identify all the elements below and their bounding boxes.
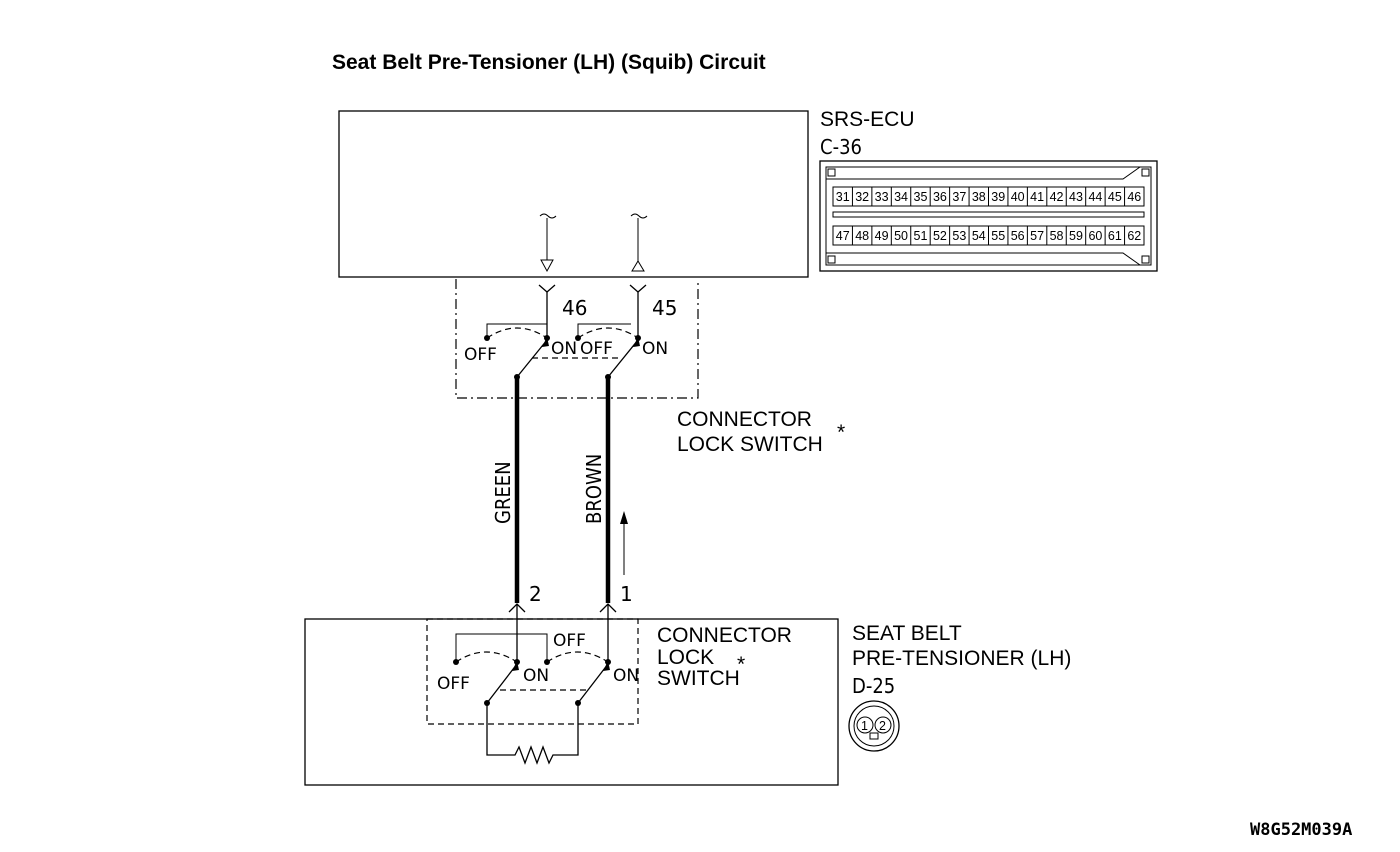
pretensioner-connector-id: D-25 (852, 674, 895, 698)
ecu-pin-top: 35 (914, 190, 928, 204)
ecu-pin-top: 40 (1011, 190, 1025, 204)
ecu-pin-bottom: 56 (1011, 229, 1025, 243)
upper-on-right-label: ON (642, 339, 668, 359)
ecu-pin-bottom: 60 (1088, 229, 1102, 243)
ecu-pin-top: 46 (1127, 190, 1141, 204)
ecu-pin-top: 37 (952, 190, 966, 204)
srs-ecu-box (338, 110, 809, 278)
lower-lock-switch-label-1: CONNECTOR (657, 624, 792, 647)
ecu-pin-bottom: 48 (855, 229, 869, 243)
pretensioner-label-1: SEAT BELT (852, 622, 962, 645)
srs-ecu-label: SRS-ECU (820, 108, 915, 131)
upper-lock-switch-asterisk: * (837, 421, 845, 444)
ecu-pin-top: 36 (933, 190, 947, 204)
ecu-pin-top: 41 (1030, 190, 1044, 204)
lower-lock-switch (453, 633, 611, 706)
ecu-connector-id: C-36 (820, 135, 862, 159)
squib-resistor (486, 703, 579, 765)
ecu-pin-top: 34 (894, 190, 908, 204)
lower-lock-switch-asterisk: * (737, 653, 745, 676)
ecu-pin-top: 31 (836, 190, 850, 204)
ecu-pin-top: 42 (1050, 190, 1064, 204)
face-pin-2: 2 (879, 719, 886, 733)
upper-on-left-label: ON (551, 339, 577, 359)
figure-code: W8G52M039A (1250, 820, 1352, 840)
ecu-pin-bottom: 58 (1050, 229, 1064, 243)
upper-lock-switch-enclosure (455, 279, 699, 399)
terminal-45-label: 45 (652, 296, 677, 320)
pretensioner-pin-2-label: 2 (529, 582, 542, 606)
upper-lock-switch-label-1: CONNECTOR (677, 408, 812, 431)
ecu-pin-bottom: 54 (972, 229, 986, 243)
lower-lock-switch-label-2: LOCK (657, 646, 714, 669)
lower-off-left-label: OFF (437, 674, 470, 694)
upper-lock-switch (484, 323, 641, 380)
upper-off-left-label: OFF (464, 345, 497, 365)
ecu-internal-signals (539, 213, 648, 273)
face-pin-1: 1 (861, 719, 868, 733)
upper-lock-switch-label-2: LOCK SWITCH (677, 433, 823, 456)
ecu-terminals (538, 284, 647, 338)
brown-wire-label: BROWN (582, 454, 606, 524)
ecu-pin-top: 45 (1108, 190, 1122, 204)
pretensioner-connector-face (848, 700, 900, 752)
lower-on-right-label: ON (613, 666, 639, 686)
ecu-pin-top: 44 (1088, 190, 1102, 204)
ecu-pin-top: 43 (1069, 190, 1083, 204)
ecu-pin-bottom: 49 (875, 229, 889, 243)
ecu-pin-top: 33 (875, 190, 889, 204)
ecu-pin-bottom: 61 (1108, 229, 1122, 243)
pretensioner-label-2: PRE-TENSIONER (LH) (852, 647, 1071, 670)
ecu-pin-bottom: 55 (991, 229, 1005, 243)
ecu-pin-bottom: 47 (836, 229, 850, 243)
ecu-pin-bottom: 53 (952, 229, 966, 243)
ecu-connector-face: 31 32 33 34 35 36 37 38 39 40 41 42 43 44 45 46 47 48 49 5… (819, 160, 1158, 272)
ecu-pin-bottom: 50 (894, 229, 908, 243)
ecu-pin-top: 39 (991, 190, 1005, 204)
lower-on-left-label: ON (523, 666, 549, 686)
lower-lock-switch-label-3: SWITCH (657, 667, 740, 690)
diagram-title: Seat Belt Pre-Tensioner (LH) (Squib) Cir… (332, 51, 766, 74)
lower-off-right-label: OFF (553, 631, 586, 651)
current-flow-arrow (620, 511, 628, 575)
ecu-pin-bottom: 59 (1069, 229, 1083, 243)
pretensioner-terminals (508, 603, 617, 662)
ecu-pin-bottom: 57 (1030, 229, 1044, 243)
terminal-46-label: 46 (562, 296, 587, 320)
ecu-pin-bottom: 51 (914, 229, 928, 243)
upper-off-right-label: OFF (580, 339, 613, 359)
ecu-pin-top: 38 (972, 190, 986, 204)
pretensioner-pin-1-label: 1 (620, 582, 633, 606)
lower-lock-switch-enclosure (426, 618, 639, 725)
ecu-pin-bottom: 52 (933, 229, 947, 243)
green-wire-label: GREEN (491, 461, 515, 524)
ecu-pin-top: 32 (855, 190, 869, 204)
ecu-pin-bottom: 62 (1127, 229, 1141, 243)
